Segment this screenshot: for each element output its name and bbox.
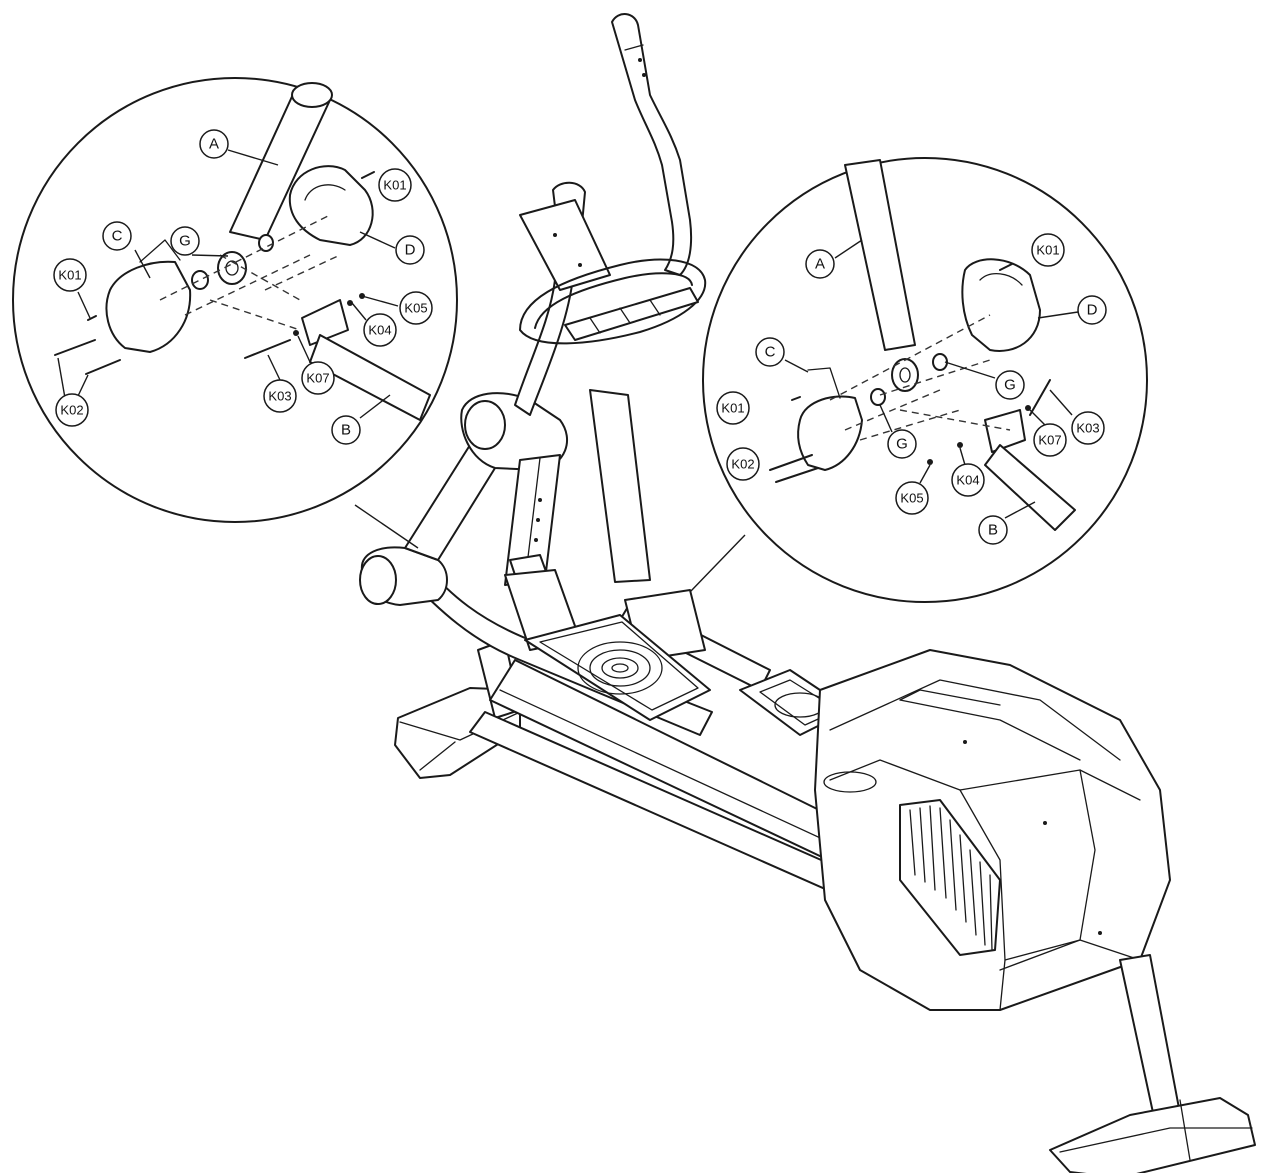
right-callout-c: C	[755, 337, 785, 367]
right-assembly-path	[829, 314, 1011, 441]
svg-text:K03: K03	[1076, 421, 1099, 436]
left-callout-k05: K05	[399, 291, 433, 325]
svg-text:D: D	[1087, 302, 1098, 319]
right-detail-view: A K01 D C G K01 G K07 K03 K02 K04 K05 B	[689, 157, 1148, 603]
left-callout-k07: K07	[301, 361, 335, 395]
left-callout-k03: K03	[263, 379, 297, 413]
left-callout-k04: K04	[363, 313, 397, 347]
left-assembly-path	[159, 214, 341, 331]
elliptical-machine	[359, 13, 1256, 1173]
right-callout-k05: K05	[895, 481, 929, 515]
svg-text:K04: K04	[368, 323, 391, 338]
svg-text:K03: K03	[268, 389, 291, 404]
svg-text:K05: K05	[900, 491, 923, 506]
svg-text:K04: K04	[956, 473, 979, 488]
left-callout-k01-top: K01	[378, 168, 412, 202]
right-callout-k07: K07	[1033, 423, 1067, 457]
svg-text:G: G	[896, 436, 908, 453]
right-callout-g-right: G	[995, 370, 1025, 400]
svg-text:K02: K02	[60, 403, 83, 418]
right-callout-g-left: G	[887, 429, 917, 459]
right-callout-a: A	[805, 249, 835, 279]
svg-text:C: C	[765, 344, 776, 361]
left-detail-leader	[354, 504, 419, 549]
right-cover-c	[797, 395, 863, 471]
svg-text:A: A	[209, 136, 219, 153]
right-screws	[769, 263, 1051, 483]
svg-text:K01: K01	[58, 268, 81, 283]
left-bracket-b	[301, 299, 349, 346]
svg-text:B: B	[341, 422, 351, 439]
left-callout-d: D	[395, 235, 425, 265]
right-callout-k03: K03	[1071, 411, 1105, 445]
svg-text:C: C	[112, 228, 123, 245]
right-handlebar	[611, 13, 693, 276]
left-pedal	[524, 614, 711, 721]
svg-text:K07: K07	[306, 371, 329, 386]
left-callout-k01-left: K01	[53, 258, 87, 292]
svg-text:G: G	[1004, 377, 1016, 394]
left-detail-view: A G K01 C D K01 K05 K04 K02 K03 K07 B	[12, 77, 458, 549]
svg-text:K01: K01	[383, 178, 406, 193]
left-callout-a: A	[199, 129, 229, 159]
right-callout-k01-top: K01	[1031, 233, 1065, 267]
left-detail-circle	[12, 77, 458, 523]
right-detail-circle	[702, 157, 1148, 603]
right-tube-a	[844, 159, 916, 351]
right-callout-k01-left: K01	[716, 391, 750, 425]
right-callout-k04: K04	[951, 463, 985, 497]
left-handle-joint	[460, 392, 569, 471]
right-bearing-g	[870, 353, 948, 406]
left-tube-b	[309, 334, 431, 421]
left-callout-c: C	[102, 221, 132, 251]
svg-text:B: B	[988, 522, 998, 539]
svg-text:K02: K02	[731, 457, 754, 472]
right-callout-d: D	[1077, 295, 1107, 325]
rear-column	[589, 389, 651, 583]
console-plate	[519, 199, 611, 291]
svg-text:A: A	[815, 256, 825, 273]
svg-text:G: G	[179, 233, 191, 250]
svg-text:K01: K01	[721, 401, 744, 416]
svg-text:K01: K01	[1036, 243, 1059, 258]
stationary-handle-loop	[519, 258, 707, 345]
flywheel-housing	[814, 649, 1171, 1011]
left-callout-b: B	[331, 415, 361, 445]
right-cover-d	[961, 258, 1041, 352]
right-callout-b: B	[978, 515, 1008, 545]
right-tube-b	[984, 444, 1076, 531]
left-screws	[54, 171, 375, 375]
front-leg	[1049, 954, 1256, 1173]
left-cover-c	[105, 260, 192, 353]
svg-text:D: D	[405, 242, 416, 259]
svg-text:K05: K05	[404, 301, 427, 316]
left-callout-k02: K02	[55, 393, 89, 427]
right-bracket-b	[984, 409, 1026, 453]
svg-text:K07: K07	[1038, 433, 1061, 448]
left-callout-g: G	[170, 226, 200, 256]
left-arm-joint	[359, 546, 448, 606]
main-rail	[469, 659, 881, 901]
right-callout-k02: K02	[726, 447, 760, 481]
right-detail-leader	[689, 534, 746, 593]
